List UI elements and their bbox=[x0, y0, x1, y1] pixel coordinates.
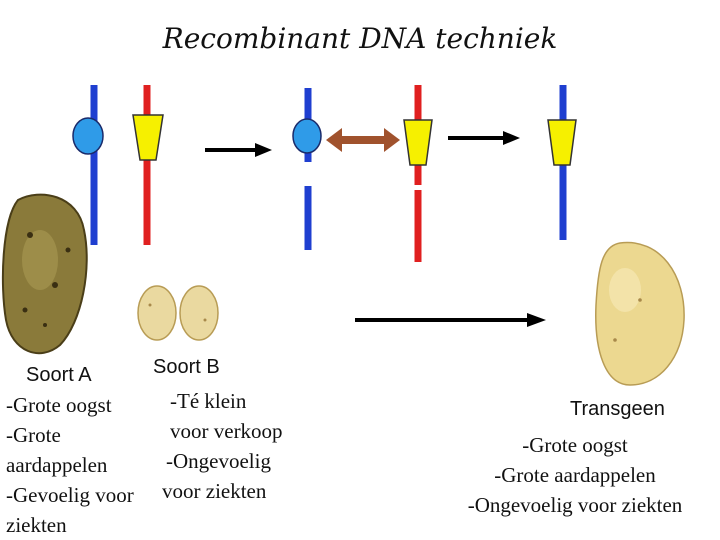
species-a-trait: -Grote bbox=[6, 423, 61, 447]
species-b-trait: voor verkoop bbox=[170, 419, 283, 443]
gene-a-marker-2 bbox=[292, 118, 322, 154]
species-b-trait: voor ziekten bbox=[162, 479, 267, 503]
page-title: Recombinant DNA techniek bbox=[162, 22, 558, 55]
transgenic-potato-image bbox=[595, 241, 685, 386]
species-a-trait: -Grote oogst bbox=[6, 393, 112, 417]
potato-a-image bbox=[1, 193, 88, 355]
transgenic-traits: -Grote oogst -Grote aardappelen -Ongevoe… bbox=[450, 430, 700, 520]
species-a-trait: -Gevoelig voor bbox=[6, 483, 134, 507]
gene-b-marker-2 bbox=[403, 119, 433, 166]
transgenic-trait: -Grote oogst bbox=[522, 433, 628, 457]
inserted-gene-marker bbox=[547, 119, 577, 166]
species-b-label: Soort B bbox=[153, 356, 220, 378]
species-a-trait: ziekten bbox=[6, 513, 67, 537]
potato-b-image bbox=[137, 285, 219, 341]
species-a-traits: -Grote oogst -Grote aardappelen -Gevoeli… bbox=[6, 390, 134, 540]
transgenic-label: Transgeen bbox=[570, 398, 665, 420]
species-a-trait: aardappelen bbox=[6, 453, 108, 477]
arrow-2 bbox=[448, 131, 520, 145]
species-b-trait: -Ongevoelig bbox=[166, 449, 271, 473]
species-b-traits: -Té klein voor verkoop -Ongevoelig voor … bbox=[162, 386, 283, 506]
transgenic-trait: -Ongevoelig voor ziekten bbox=[467, 493, 683, 517]
gene-b-marker bbox=[132, 114, 164, 161]
exchange-double-arrow bbox=[326, 128, 400, 152]
species-a-label: Soort A bbox=[26, 364, 92, 386]
species-b-trait: -Té klein bbox=[170, 389, 247, 413]
arrow-3 bbox=[355, 313, 546, 327]
transgenic-trait: -Grote aardappelen bbox=[494, 463, 656, 487]
arrow-1 bbox=[205, 143, 272, 157]
gene-a-marker bbox=[72, 117, 104, 155]
